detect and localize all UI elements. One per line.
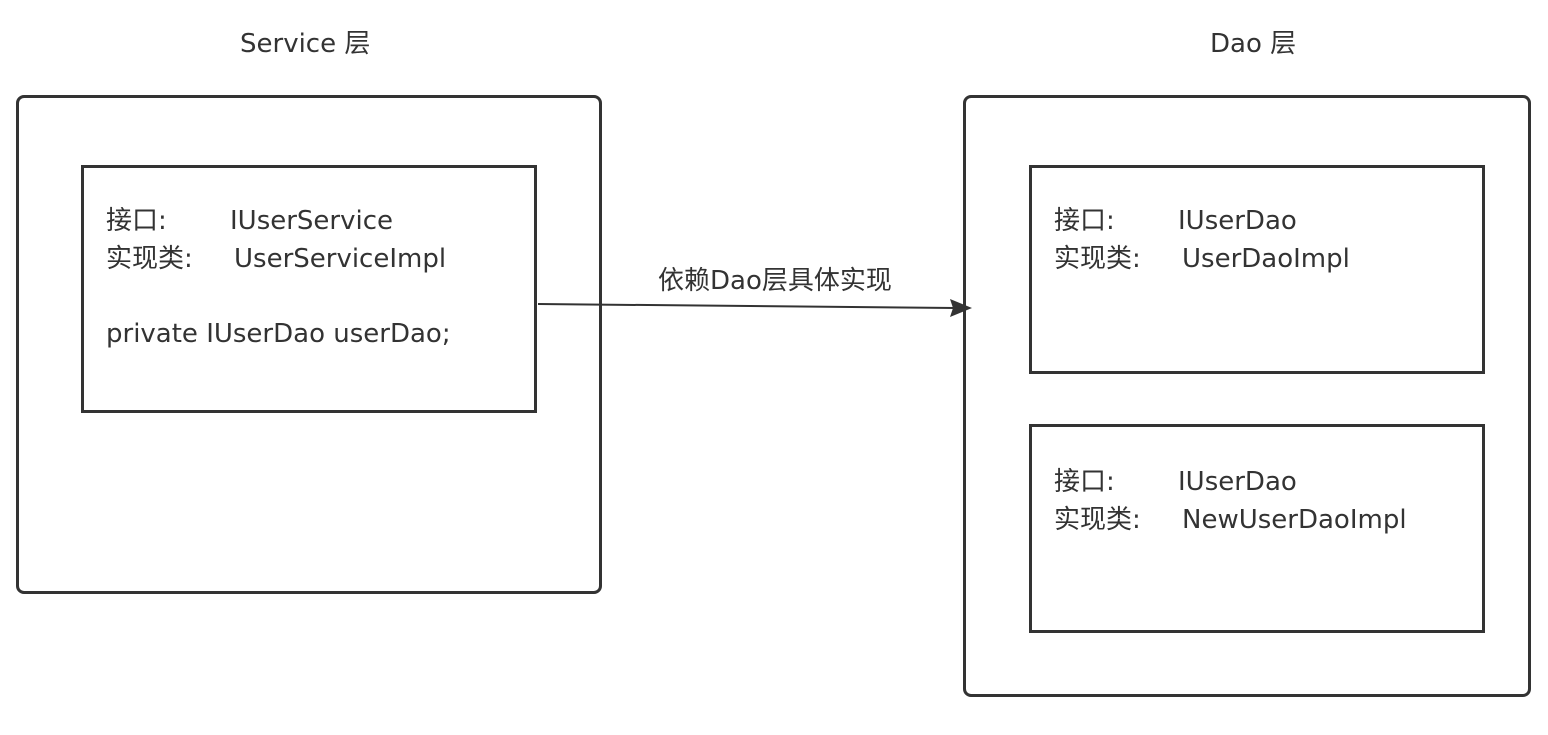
dependency-edge-label: 依赖Dao层具体实现 bbox=[658, 266, 892, 296]
dao-box1-interface-value: IUserDao bbox=[1178, 206, 1297, 236]
dao-box1-interface-label: 接口: bbox=[1054, 206, 1115, 236]
dao-box2-impl-value: NewUserDaoImpl bbox=[1182, 505, 1407, 535]
dao-class-box-2 bbox=[1029, 424, 1485, 633]
service-impl-label: 实现类: bbox=[106, 244, 193, 274]
service-interface-value: IUserService bbox=[230, 206, 394, 236]
dao-box2-interface-label: 接口: bbox=[1054, 467, 1115, 497]
dao-box1-impl-label: 实现类: bbox=[1054, 244, 1141, 274]
service-interface-label: 接口: bbox=[106, 206, 167, 236]
service-class-box bbox=[81, 165, 537, 413]
dao-box1-impl-value: UserDaoImpl bbox=[1182, 244, 1350, 274]
dao-box2-interface-value: IUserDao bbox=[1178, 467, 1297, 497]
dao-class-box-1 bbox=[1029, 165, 1485, 374]
dao-box2-impl-label: 实现类: bbox=[1054, 505, 1141, 535]
dao-layer-title: Dao 层 bbox=[1210, 29, 1297, 59]
service-dao-field: private IUserDao userDao; bbox=[106, 319, 451, 349]
service-impl-value: UserServiceImpl bbox=[234, 244, 447, 274]
service-layer-title: Service 层 bbox=[240, 29, 371, 59]
